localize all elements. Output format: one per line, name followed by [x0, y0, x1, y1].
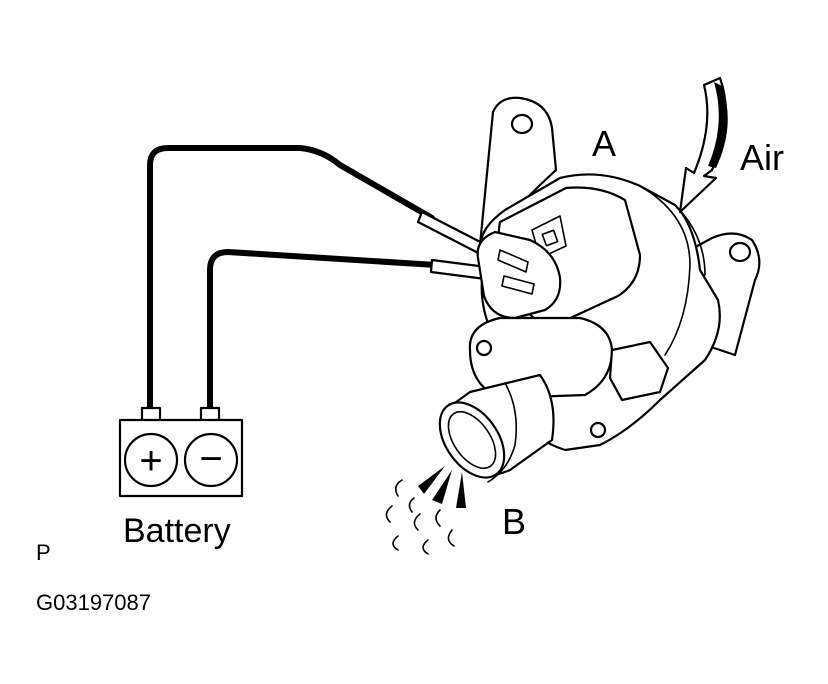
discharge-jet-2 — [432, 470, 452, 504]
puff-7 — [447, 529, 455, 547]
battery-negative-symbol: − — [199, 437, 222, 481]
puff-8 — [408, 497, 415, 513]
connector-terminal-upper — [497, 249, 529, 273]
flange-bolt-right — [589, 421, 607, 439]
figure-code: G03197087 — [36, 590, 151, 615]
battery-positive-terminal — [123, 432, 179, 488]
negative-lead-wire — [207, 249, 439, 413]
outlet-pipe-inner — [447, 411, 497, 469]
puff-5 — [422, 539, 429, 555]
battery-case — [118, 418, 244, 498]
label-air: Air — [740, 137, 784, 178]
connector-mouth — [476, 230, 562, 320]
air-discharge-icon — [385, 466, 466, 555]
discharge-jet-1 — [418, 466, 445, 494]
side-fitting — [608, 340, 670, 402]
outlet-pipe-band — [487, 382, 518, 483]
corner-mark: P — [36, 540, 51, 565]
test-leads — [147, 145, 512, 413]
puff-3 — [392, 535, 399, 551]
valve-body-seam — [639, 185, 691, 356]
air-arrow-stroke — [708, 82, 728, 168]
label-outlet-b: B — [502, 501, 526, 542]
outlet-pipe-mouth — [438, 401, 506, 479]
connector-terminal-lower — [501, 275, 535, 295]
discharge-jet-3 — [456, 472, 466, 508]
solenoid-valve-icon — [438, 96, 761, 483]
battery-positive-symbol: + — [139, 439, 162, 483]
air-flow-arrow-icon — [678, 76, 728, 214]
right-bracket-hole — [728, 241, 752, 263]
label-battery: Battery — [123, 512, 231, 550]
puff-4 — [413, 513, 421, 531]
top-mounting-bracket — [478, 96, 558, 247]
flange-bolt-left — [475, 339, 493, 357]
battery-icon: + − — [118, 406, 244, 498]
puff-1 — [394, 479, 403, 497]
battery-negative-terminal — [183, 432, 239, 488]
connector-tab-slot — [541, 229, 559, 247]
puff-6 — [435, 509, 441, 527]
puff-2 — [385, 505, 393, 523]
label-valve-a: A — [592, 123, 616, 164]
top-bracket-hole — [510, 113, 534, 135]
positive-lead-wire — [147, 145, 435, 413]
